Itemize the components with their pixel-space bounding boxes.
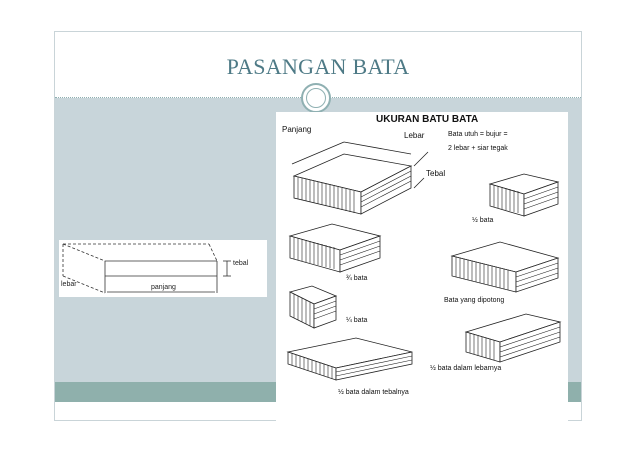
- label-tebal: tebal: [233, 260, 249, 267]
- brick-half: [488, 173, 560, 217]
- label-half-brick: ½ bata: [472, 216, 494, 224]
- brick-half-thickness: [286, 337, 413, 381]
- label-lebar: lebar: [61, 281, 77, 288]
- brick-dimension-svg: tebal lebar panjang: [61, 243, 249, 294]
- brick-three-quarter: [288, 223, 382, 273]
- label-tebal-right: Tebal: [426, 169, 445, 178]
- brick-cut: [450, 241, 560, 293]
- note-line-2: 2 lebar + siar tegak: [448, 145, 508, 152]
- slide-title: PASANGAN BATA: [226, 54, 410, 79]
- brick-quarter: [288, 285, 338, 329]
- brick-whole: [291, 141, 429, 215]
- slide: PASANGAN BATA tebal: [54, 31, 582, 424]
- brick-sizes-svg: UKURAN BATU BATA Panjang Lebar Tebal Bat…: [282, 114, 562, 396]
- label-half-width: ½ bata dalam lebarnya: [430, 364, 501, 372]
- brick-dimension-diagram: tebal lebar panjang: [59, 240, 267, 297]
- title-circle-inner: [306, 88, 326, 108]
- label-three-quarter-brick: ¾ bata: [346, 275, 368, 282]
- label-half-thickness: ½ bata dalam tebalnya: [338, 388, 409, 396]
- note-line-1: Bata utuh = bujur =: [448, 131, 508, 138]
- diagram-heading: UKURAN BATU BATA: [376, 114, 478, 125]
- brick-sizes-diagram: UKURAN BATU BATA Panjang Lebar Tebal Bat…: [276, 112, 568, 424]
- brick-half-width: [464, 313, 562, 363]
- label-quarter-brick: ¼ bata: [346, 317, 368, 324]
- title-circle-ornament: [301, 83, 331, 113]
- label-panjang-right: Panjang: [282, 125, 311, 134]
- label-panjang: panjang: [151, 284, 176, 291]
- label-cut-brick: Bata yang dipotong: [444, 297, 504, 304]
- label-lebar-right: Lebar: [404, 131, 425, 140]
